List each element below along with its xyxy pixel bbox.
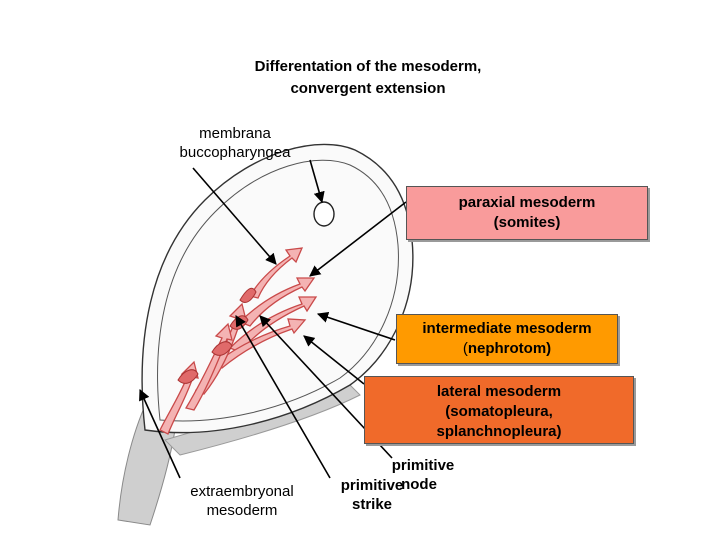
- migration-arrow-3: [228, 296, 318, 353]
- mesoderm-migration-arrows: [159, 247, 318, 435]
- diagram-title: Differentation of the mesoderm, converge…: [200, 56, 536, 100]
- primitive-strike-line1: primitive: [340, 477, 404, 494]
- diagram-title-line2: convergent extension: [290, 80, 446, 97]
- lateral-label-line3: splanchnopleura): [436, 423, 562, 440]
- diagram-title-line1: Differentation of the mesoderm,: [254, 58, 482, 75]
- primitive-node-label: primitive node: [380, 456, 466, 494]
- lateral-mesoderm-box: lateral mesoderm (somatopleura, splanchn…: [364, 376, 634, 444]
- extraembryonal-mesoderm-label: extraembryonal mesoderm: [162, 482, 322, 520]
- extraembryonal-line2: mesoderm: [206, 502, 278, 519]
- intermediate-label-word: nephrotom): [467, 340, 552, 357]
- embryo-outer-outline: [141, 143, 414, 434]
- pointer-paraxial: [309, 201, 407, 277]
- migration-arrow-4: [212, 318, 307, 369]
- membrana-label-line2: buccopharyngea: [179, 144, 291, 161]
- pointer-primitive-strike: [235, 315, 331, 479]
- primitive-node-line2: node: [401, 476, 437, 493]
- paraxial-label-line2: (somites): [493, 214, 561, 231]
- embryo-inner-outline: [157, 159, 399, 422]
- lateral-label-line1: lateral mesoderm: [436, 383, 562, 400]
- paraxial-label-line1: paraxial mesoderm: [458, 194, 596, 211]
- lateral-label-line2: (somatopleura,: [445, 403, 553, 420]
- pointer-extraembryonal: [139, 388, 181, 479]
- pointer-lateral: [303, 335, 365, 385]
- membrana-buccopharyngea-icon: [313, 201, 335, 227]
- intermediate-label-paren: (: [462, 340, 468, 357]
- primitive-strike-label: primitive strike: [330, 476, 414, 514]
- paraxial-mesoderm-box: paraxial mesoderm (somites): [406, 186, 648, 240]
- pointer-membrana-1: [309, 159, 325, 204]
- pointer-membrana-2: [192, 167, 277, 265]
- pointer-intermediate: [316, 311, 396, 341]
- primitive-strike-line2: strike: [351, 496, 393, 513]
- migration-arrow-2: [238, 277, 316, 327]
- pointer-lines: [139, 159, 407, 479]
- intermediate-label-line1: intermediate mesoderm: [422, 320, 592, 337]
- membrana-buccopharyngea-label: membrana buccopharyngea: [150, 124, 320, 162]
- intermediate-label-line2: (nephrotom): [397, 339, 617, 359]
- intermediate-mesoderm-box: intermediate mesoderm (nephrotom): [396, 314, 618, 364]
- membrana-label-line1: membrana: [199, 125, 271, 142]
- migration-arrow-1: [249, 247, 304, 299]
- extraembryonal-line1: extraembryonal: [190, 483, 294, 500]
- primitive-node-line1: primitive: [391, 457, 455, 474]
